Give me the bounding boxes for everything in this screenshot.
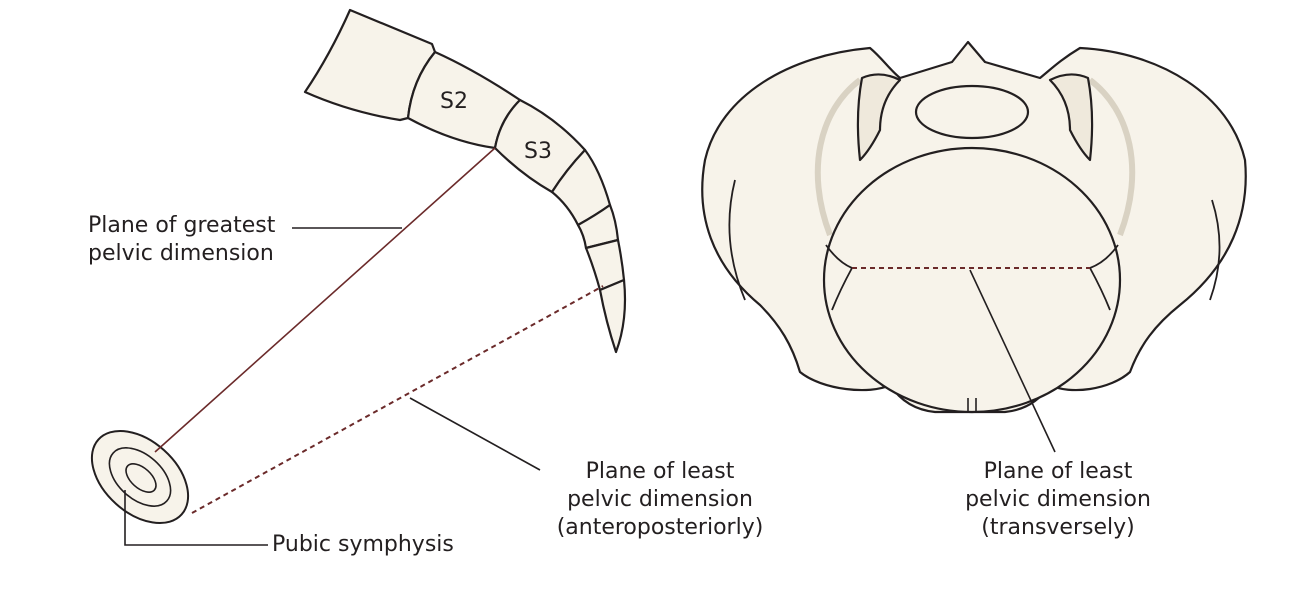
sacrum-side-view [303,8,627,354]
pelvic-inlet [822,146,1122,414]
label-plane-least-ap: Plane of least pelvic dimension (anterop… [540,458,780,542]
label-plane-greatest: Plane of greatest pelvic dimension [88,212,275,268]
label-plane-least-ap-line2: pelvic dimension [567,487,753,512]
label-s3: S3 [524,139,552,164]
coccyx-segment-1 [576,203,620,250]
label-plane-least-tr-line2: pelvic dimension [965,487,1151,512]
pelvis-front-view [701,40,1247,414]
label-plane-least-ap-line1: Plane of least [585,459,735,484]
leader-pubic [124,490,268,546]
label-plane-greatest-line2: pelvic dimension [88,241,274,266]
label-plane-greatest-line1: Plane of greatest [88,213,276,238]
coccyx-tip [598,278,627,354]
label-plane-least-ap-line3: (anteroposteriorly) [556,515,764,540]
leader-least-ap [409,397,541,471]
label-plane-least-tr: Plane of least pelvic dimension (transve… [938,458,1178,542]
sacral-body [914,84,1030,140]
label-s2: S2 [440,89,468,114]
leader-least-tr [969,269,1056,453]
label-plane-least-tr-line3: (transversely) [981,515,1135,540]
plane-greatest-line [154,147,496,453]
pubic-symphysis-shape [90,429,190,525]
label-pubic-symphysis-text: Pubic symphysis [272,532,454,557]
plane-least-ap-line [191,285,604,514]
label-pubic-symphysis: Pubic symphysis [272,531,454,559]
label-plane-least-tr-line1: Plane of least [983,459,1133,484]
